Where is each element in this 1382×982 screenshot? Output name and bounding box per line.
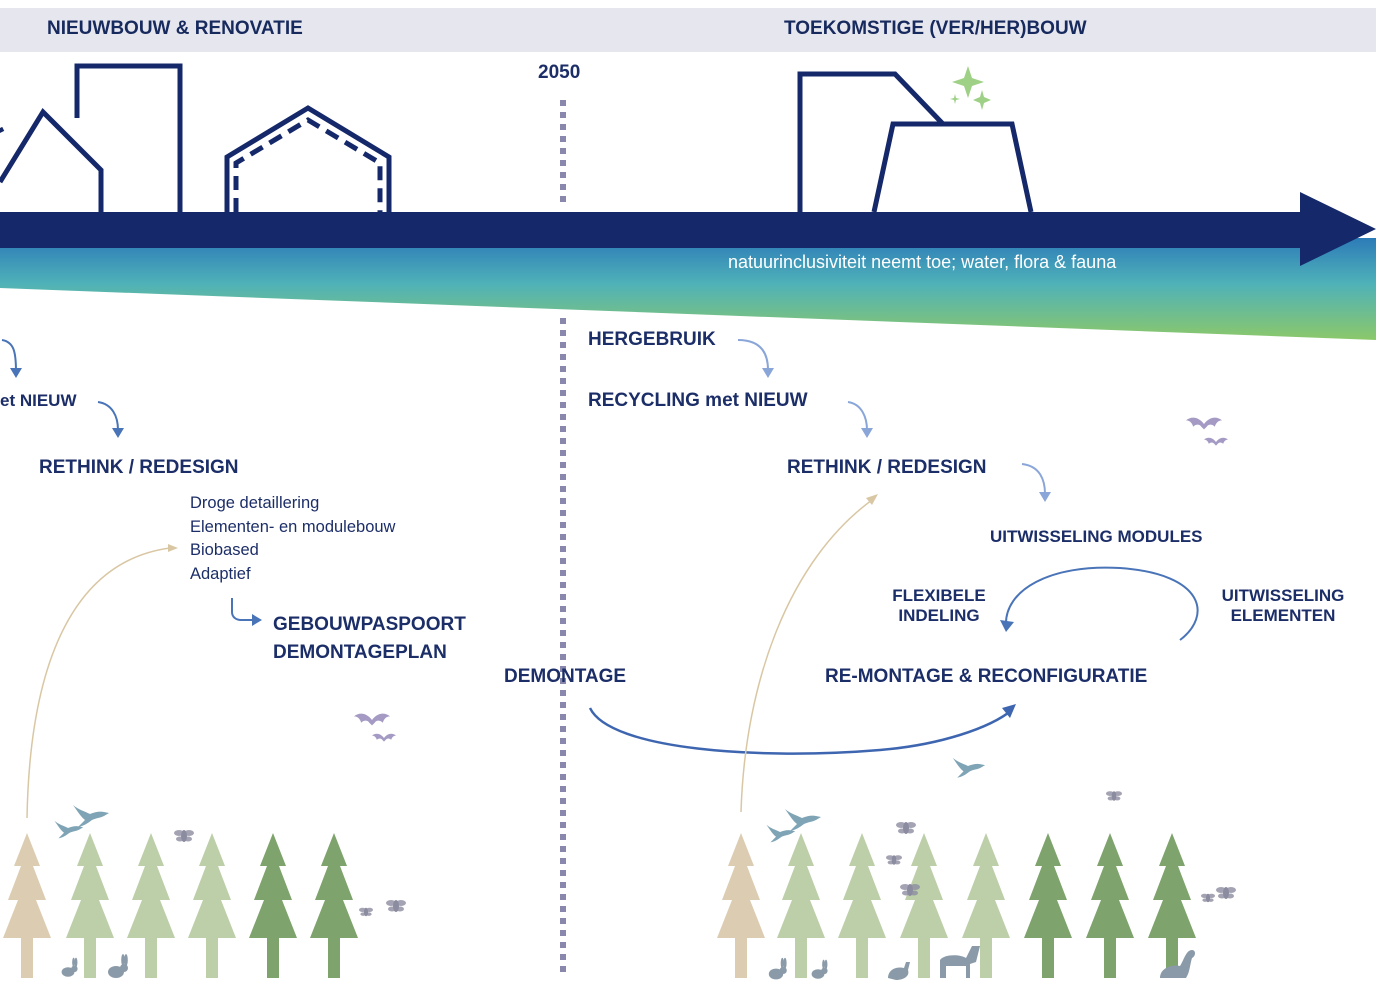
tree [777, 833, 825, 978]
tree-tan [717, 833, 765, 978]
tree [1086, 833, 1134, 978]
future-building-back [797, 71, 945, 212]
left-recycling-label: et NIEUW [0, 391, 77, 410]
dinosaur-icon [1160, 950, 1195, 978]
tree [900, 833, 948, 978]
passport-label: GEBOUWPASPOORT [273, 614, 466, 635]
hergebruik-label: HERGEBRUIK [588, 329, 716, 350]
flexibel-label: FLEXIBELE INDELING [880, 586, 998, 626]
butterfly-icon [896, 822, 916, 834]
demontage-arrow [588, 704, 1016, 755]
bird-icon [766, 824, 796, 843]
house-renovation-outline [224, 105, 392, 212]
bee-icon [359, 907, 373, 917]
elements-label: UITWISSELING ELEMENTEN [1208, 586, 1358, 626]
elements-line1: UITWISSELING [1221, 586, 1345, 605]
demontage-label: DEMONTAGE [504, 666, 627, 687]
design-item: Droge detaillering [190, 494, 320, 512]
future-building-front [871, 121, 1034, 213]
rabbit-icon [811, 959, 828, 979]
bird-icon [54, 820, 84, 839]
bat-icon [1204, 437, 1228, 446]
left-flow-arrows [1, 339, 262, 626]
modules-label: UITWISSELING MODULES [990, 527, 1203, 546]
remontage-label: RE-MONTAGE & RECONFIGURATIE [825, 666, 1148, 687]
butterfly-icon [1106, 791, 1122, 801]
left-section-title: NIEUWBOUW & RENOVATIE [47, 18, 303, 39]
biobased-growth-arrows [26, 494, 878, 819]
rabbit-icon [768, 957, 787, 980]
design-item: Elementen- en modulebouw [190, 517, 396, 536]
left-rethink-label: RETHINK / REDESIGN [39, 457, 239, 478]
existing-buildings [0, 63, 392, 212]
tree [249, 833, 297, 978]
flexibel-line2: INDELING [898, 606, 980, 625]
tree [127, 833, 175, 978]
ground-animals [61, 946, 1195, 980]
tree [838, 833, 886, 978]
future-buildings [797, 71, 1034, 213]
header-band [0, 8, 1376, 52]
birds [54, 757, 986, 843]
nature-gradient-band [0, 238, 1376, 340]
tree [310, 833, 358, 978]
house-pitched-roof [0, 107, 104, 212]
bat-icon [1186, 417, 1222, 430]
right-rethink-label: RETHINK / REDESIGN [787, 457, 987, 478]
right-flow-arrows [737, 339, 1051, 502]
nature-caption: natuurinclusiviteit neemt toe; water, fl… [728, 252, 1117, 272]
design-item: Adaptief [190, 564, 251, 583]
exchange-cycle-arrow [1000, 566, 1199, 641]
bat-icon [372, 733, 396, 742]
bee-icon [1216, 887, 1236, 899]
flexibel-line1: FLEXIBELE [892, 586, 986, 605]
bee-icon [1201, 893, 1215, 903]
timeline-arrow [0, 192, 1376, 266]
rabbit-icon [61, 957, 78, 977]
right-recycling-label: RECYCLING met NIEUW [588, 390, 808, 411]
bee-icon [386, 900, 406, 912]
rabbit-icon [108, 954, 128, 978]
design-principles-list: Droge detaillering Elementen- en moduleb… [190, 492, 395, 586]
tree [1024, 833, 1072, 978]
design-item: Biobased [190, 541, 259, 559]
right-section-title: TOEKOMSTIGE (VER/HER)BOUW [784, 18, 1087, 39]
duck-icon [888, 962, 910, 980]
horse-icon [940, 946, 980, 978]
dismantling-plan-label: DEMONTAGEPLAN [273, 642, 447, 663]
bird-icon [952, 757, 986, 778]
tree [188, 833, 236, 978]
building-edge-left [0, 126, 5, 133]
year-label: 2050 [538, 62, 581, 83]
elements-line2: ELEMENTEN [1230, 606, 1336, 625]
sparkle-icon [950, 66, 991, 110]
tree-tan [3, 833, 51, 978]
tree [66, 833, 114, 978]
bird-icon [73, 805, 109, 827]
butterfly-icon [174, 830, 194, 842]
bee-icon [886, 855, 902, 865]
bat-icon [354, 713, 390, 726]
tower-building [74, 63, 183, 212]
house-renovation-dashed [233, 117, 383, 212]
forest-left [3, 833, 358, 978]
bird-icon [785, 809, 821, 831]
